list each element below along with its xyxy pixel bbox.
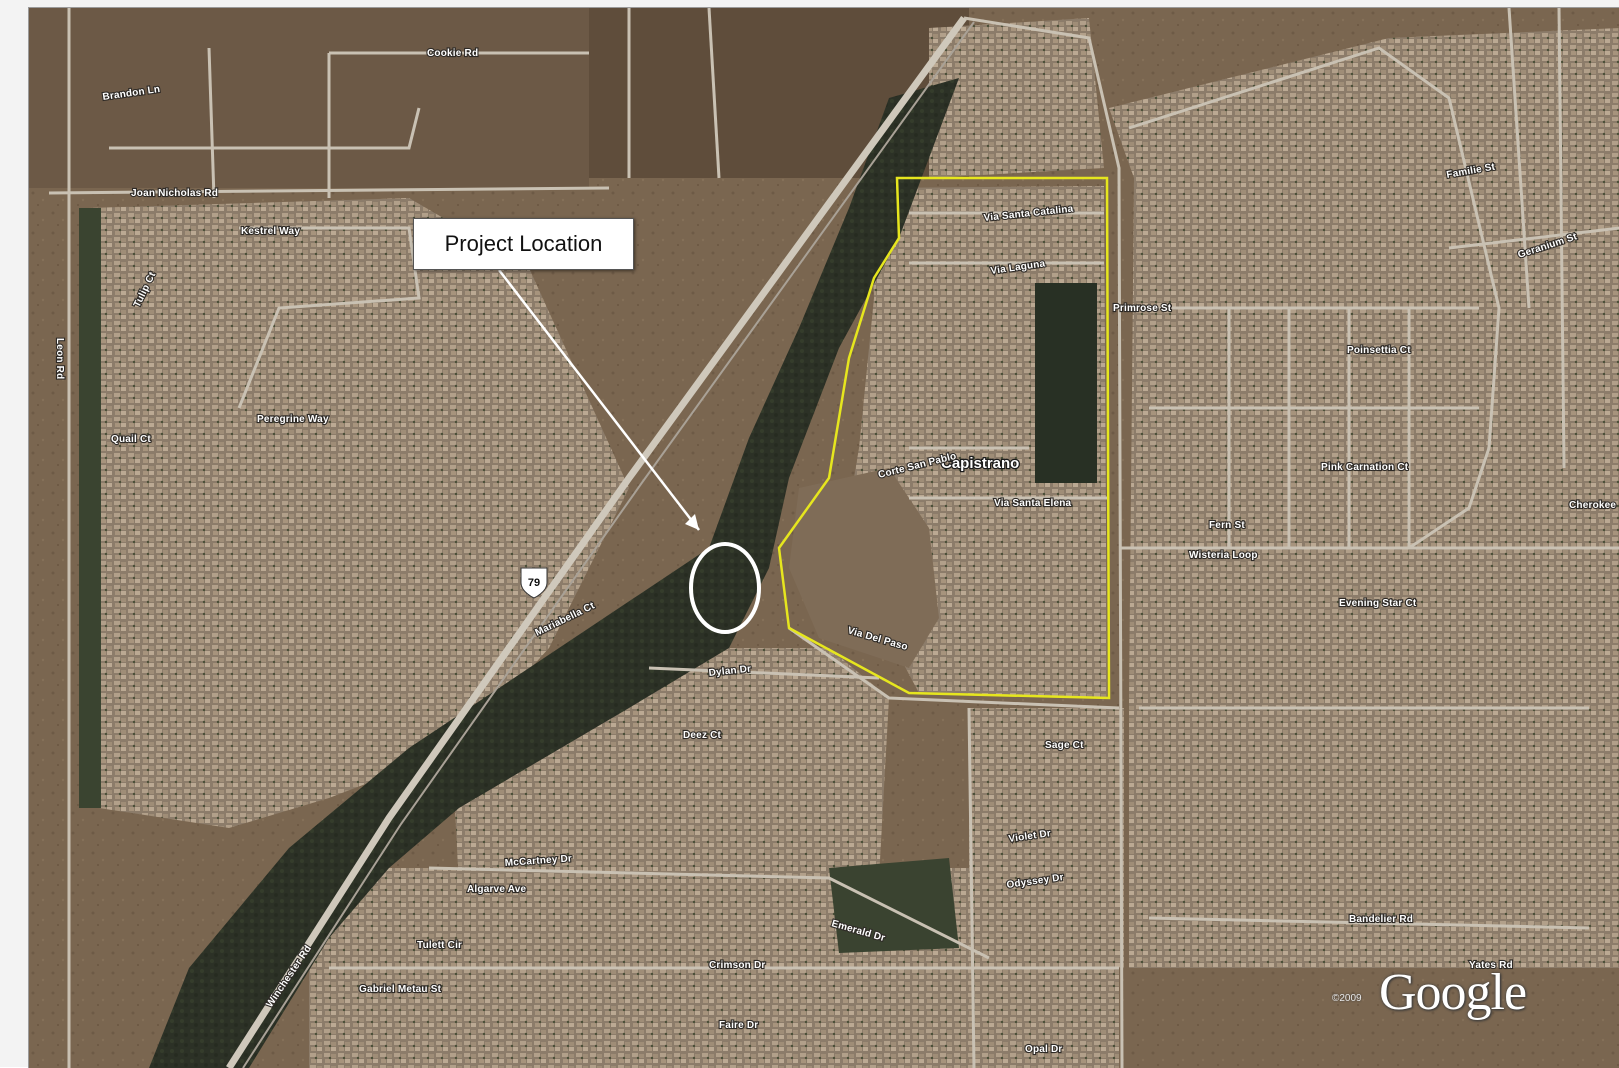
street-label: Crimson Dr bbox=[709, 960, 765, 971]
street-label: Bandelier Rd bbox=[1349, 914, 1413, 925]
street-label: Yates Rd bbox=[1469, 960, 1513, 971]
capistrano-boundary[interactable] bbox=[777, 176, 1111, 700]
map-copyright: ©2009 bbox=[1332, 993, 1362, 1004]
residential-southeast bbox=[969, 708, 1124, 968]
street-label: Peregrine Way bbox=[257, 414, 329, 425]
callout-label: Project Location bbox=[444, 231, 603, 256]
street-label: Quail Ct bbox=[111, 434, 151, 445]
project-location-callout[interactable]: Project Location bbox=[413, 218, 634, 270]
project-location-circle[interactable] bbox=[689, 542, 761, 634]
callout-pointer-arrowhead bbox=[685, 514, 699, 530]
creek-vegetation bbox=[149, 78, 959, 1068]
west-strip bbox=[79, 208, 101, 808]
street-label: Sage Ct bbox=[1045, 740, 1084, 751]
google-logo: Google bbox=[1379, 964, 1527, 1021]
street-label: Tulett Cir bbox=[417, 940, 462, 951]
street-label: Leon Rd bbox=[54, 338, 65, 379]
street-label: Primrose St bbox=[1113, 303, 1172, 314]
highway-shield-label: 79 bbox=[528, 577, 540, 589]
residential-east bbox=[1109, 28, 1619, 968]
street-label: Fern St bbox=[1209, 520, 1245, 531]
street-label: Pink Carnation Ct bbox=[1321, 462, 1409, 473]
street-label: Kestrel Way bbox=[241, 226, 300, 237]
street-label: Poinsettia Ct bbox=[1347, 345, 1411, 356]
highway-79-lane bbox=[242, 21, 975, 1068]
callout-pointer-line bbox=[498, 269, 700, 531]
aerial-map[interactable]: 79 Capistrano Cookie Rd Brandon Ln Joan … bbox=[28, 7, 1619, 1068]
street-label: Cookie Rd bbox=[427, 48, 478, 59]
aerial-map-canvas[interactable]: 79 Capistrano Cookie Rd Brandon Ln Joan … bbox=[29, 8, 1619, 1068]
street-label: Faire Dr bbox=[719, 1020, 758, 1031]
road-network bbox=[48, 8, 1619, 1068]
street-label: Algarve Ave bbox=[467, 884, 527, 895]
field-northwest bbox=[29, 8, 589, 188]
street-label: Dylan Dr bbox=[708, 664, 752, 679]
vacant-parcel bbox=[789, 468, 939, 668]
street-label: Via Santa Elena bbox=[994, 498, 1072, 509]
area-label-capistrano: Capistrano bbox=[941, 455, 1019, 472]
park-green bbox=[1035, 283, 1097, 483]
street-label: Deez Ct bbox=[683, 730, 722, 741]
highway-79-road bbox=[226, 15, 967, 1068]
street-label: Opal Dr bbox=[1025, 1044, 1063, 1055]
street-label: Joan Nicholas Rd bbox=[131, 188, 218, 199]
street-label: Gabriel Metau St bbox=[359, 984, 442, 995]
school-field bbox=[829, 858, 959, 953]
highway-79-shield: 79 bbox=[520, 567, 548, 599]
street-label: Wisteria Loop bbox=[1189, 550, 1258, 561]
street-label: Cherokee bbox=[1569, 500, 1616, 511]
residential-north bbox=[929, 18, 1104, 178]
street-label: Evening Star Ct bbox=[1339, 598, 1417, 609]
